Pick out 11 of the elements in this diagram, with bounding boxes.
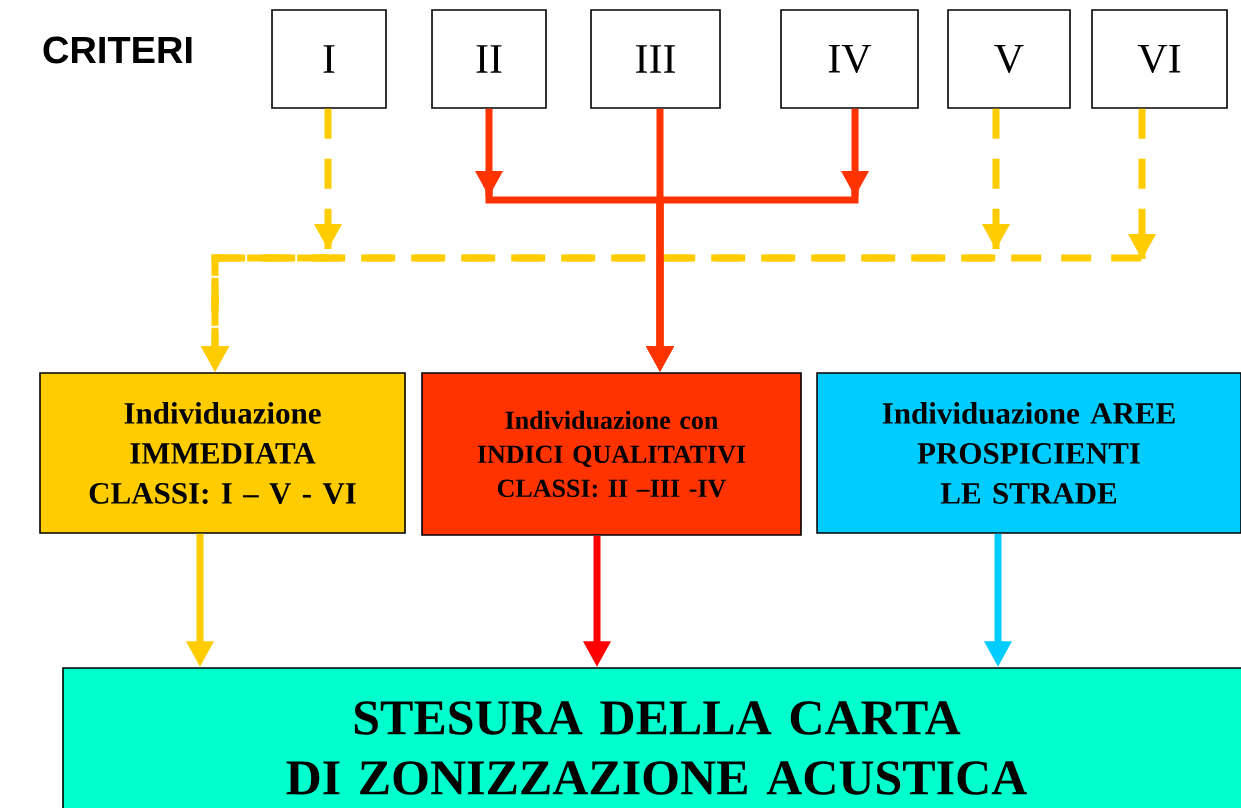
process-box: Individuazione con INDICI QUALITATIVI CLASSI: II –III -IV xyxy=(421,372,802,536)
criterion-box: V xyxy=(947,9,1071,109)
criterion-box: II xyxy=(431,9,547,109)
criterion-box: III xyxy=(590,9,721,109)
criterion-box: I xyxy=(271,9,387,109)
result-box: STESURA DELLA CARTA DI ZONIZZAZIONE ACUSTICA xyxy=(62,667,1241,808)
criterion-box: VI xyxy=(1091,9,1228,109)
heading-label: CRITERI xyxy=(43,36,192,64)
process-box: Individuazione IMMEDIATA CLASSI: I – V - VI xyxy=(39,372,406,534)
criterion-box: IV xyxy=(780,9,919,109)
process-box: Individuazione AREE PROSPICIENTI LE STRADE xyxy=(816,372,1241,534)
